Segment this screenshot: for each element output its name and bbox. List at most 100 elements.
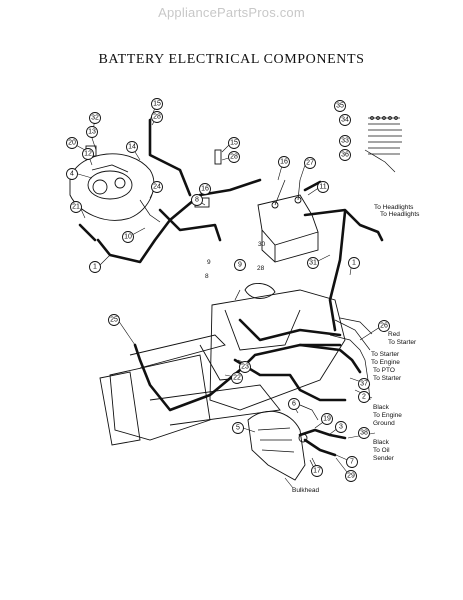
callout-27: 27 — [304, 157, 316, 169]
label-30: 30 — [258, 241, 266, 248]
callout-4: 4 — [66, 168, 78, 180]
callout-6: 6 — [288, 398, 300, 410]
svg-text:33: 33 — [341, 138, 349, 145]
callout-12: 12 — [82, 148, 94, 160]
label-to-headlights-a: To Headlights — [374, 204, 414, 211]
callout-28-top: 28 — [151, 111, 163, 123]
svg-text:25: 25 — [110, 317, 118, 324]
label-to-pto: To PTO — [373, 367, 395, 374]
svg-text:36: 36 — [341, 152, 349, 159]
callout-9-fuse: 9 — [234, 259, 246, 271]
label-to-headlights-b: To Headlights — [380, 211, 420, 218]
svg-text:14: 14 — [128, 144, 136, 151]
svg-text:38: 38 — [360, 430, 368, 437]
callout-28-mid: 28 — [228, 151, 240, 163]
callout-14: 14 — [126, 141, 138, 153]
label-9-top: 9 — [207, 259, 211, 266]
svg-text:12: 12 — [84, 151, 92, 158]
callout-10: 10 — [122, 231, 134, 243]
battery — [257, 179, 384, 332]
callout-15-mid: 15 — [228, 137, 240, 149]
callout-22: 22 — [231, 372, 243, 384]
callout-31: 31 — [307, 257, 319, 269]
dash-panel-assembly — [69, 118, 262, 264]
callout-38: 38 — [358, 427, 370, 439]
callout-33: 33 — [339, 135, 351, 147]
svg-text:16: 16 — [201, 186, 209, 193]
callout-36: 36 — [339, 149, 351, 161]
bulkhead — [247, 404, 347, 481]
callout-24: 24 — [151, 181, 163, 193]
svg-text:20: 20 — [68, 140, 76, 147]
svg-text:10: 10 — [124, 234, 132, 241]
svg-text:31: 31 — [309, 260, 317, 267]
svg-text:7: 7 — [350, 459, 354, 466]
callout-25: 25 — [108, 314, 120, 326]
svg-text:2: 2 — [362, 394, 366, 401]
label-sender: Sender — [373, 455, 395, 462]
svg-text:27: 27 — [306, 160, 314, 167]
svg-text:17: 17 — [313, 468, 321, 475]
callout-5: 5 — [232, 422, 244, 434]
callout-34: 34 — [339, 114, 351, 126]
svg-text:19: 19 — [323, 416, 331, 423]
svg-text:22: 22 — [233, 375, 241, 382]
label-8-mid: 8 — [205, 273, 209, 280]
callout-1-left: 1 — [89, 261, 101, 273]
svg-text:5: 5 — [236, 425, 240, 432]
tractor-frame — [99, 289, 373, 446]
label-28-fuse: 28 — [257, 265, 265, 272]
label-to-engine: To Engine — [371, 359, 400, 366]
svg-text:1: 1 — [93, 264, 97, 271]
label-black-2: Black — [373, 439, 390, 446]
callout-32: 32 — [89, 112, 101, 124]
svg-text:15: 15 — [230, 140, 238, 147]
svg-text:16: 16 — [280, 159, 288, 166]
svg-text:9: 9 — [238, 262, 242, 269]
svg-text:29: 29 — [347, 473, 355, 480]
callout-7: 7 — [346, 456, 358, 468]
callout-16-battery: 16 — [278, 156, 290, 168]
inline-fuse — [234, 283, 276, 301]
label-to-starter-2: To Starter — [371, 351, 400, 358]
callout-8-top: 8 — [191, 194, 203, 206]
svg-text:6: 6 — [292, 401, 296, 408]
callout-26: 26 — [378, 320, 390, 332]
svg-text:32: 32 — [91, 115, 99, 122]
callout-15-top: 15 — [151, 98, 163, 110]
svg-text:13: 13 — [88, 129, 96, 136]
callout-13: 13 — [86, 126, 98, 138]
svg-text:3: 3 — [339, 424, 343, 431]
callout-37: 37 — [358, 378, 370, 390]
label-red: Red — [388, 331, 400, 338]
callout-3: 3 — [335, 421, 347, 433]
svg-text:28: 28 — [230, 154, 238, 161]
callout-1-right: 1 — [348, 257, 360, 269]
callout-16-left: 16 — [199, 183, 211, 195]
svg-text:34: 34 — [341, 117, 349, 124]
callout-35: 35 — [334, 100, 346, 112]
label-black-1: Black — [373, 404, 390, 411]
callout-19: 19 — [321, 413, 333, 425]
svg-text:1: 1 — [352, 260, 356, 267]
watermark: AppliancePartsPros.com — [158, 5, 305, 20]
callout-2: 2 — [358, 391, 370, 403]
svg-text:37: 37 — [360, 381, 368, 388]
svg-text:8: 8 — [195, 197, 199, 204]
callout-11: 11 — [317, 181, 329, 193]
svg-text:4: 4 — [70, 171, 74, 178]
terminal-bundle — [364, 116, 402, 173]
svg-text:23: 23 — [241, 364, 249, 371]
label-ground: Ground — [373, 420, 395, 427]
label-to-oil: To Oil — [373, 447, 390, 454]
page-title: BATTERY ELECTRICAL COMPONENTS — [98, 52, 365, 67]
label-to-engine-2: To Engine — [373, 412, 402, 419]
label-to-starter-3: To Starter — [373, 375, 402, 382]
svg-text:35: 35 — [336, 103, 344, 110]
svg-text:11: 11 — [319, 184, 326, 191]
svg-text:24: 24 — [153, 184, 161, 191]
callout-20: 20 — [66, 137, 78, 149]
callout-23: 23 — [239, 361, 251, 373]
